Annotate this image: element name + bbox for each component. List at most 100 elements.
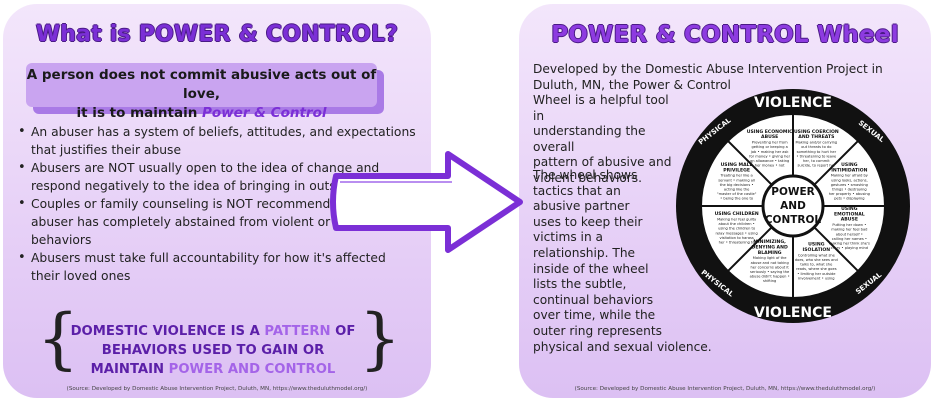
bullet-item: Abusers are NOT usually open to the idea… xyxy=(17,159,417,195)
wheel-segment-title: INTIMIDATION xyxy=(831,167,867,173)
wheel-segment-text: Making and/or carrying xyxy=(796,141,838,145)
wheel-segment-text: Making her feel guilty xyxy=(717,218,757,222)
wheel-segment-text: out threats to do xyxy=(801,145,831,149)
wheel-segment-text: servant • making all xyxy=(718,178,755,182)
wheel-segment-text: • limiting her outside xyxy=(797,272,836,276)
desc-line: relationship. The xyxy=(533,245,636,260)
wheel-segment-text: job • making her ask xyxy=(750,150,790,154)
wheel-segment-title: USING CHILDREN xyxy=(715,211,759,217)
wheel-segment-text: using looks, actions, xyxy=(831,178,868,182)
wheel-segment-text: reads, where she goes xyxy=(796,267,837,271)
wheel-segment-text: gestures • smashing xyxy=(831,183,868,187)
wheel-segment-text: does, who she sees and xyxy=(795,258,838,262)
desc-line: uses to keep their xyxy=(533,214,643,229)
violence-label-top: VIOLENCE xyxy=(754,95,832,111)
wheel-segment-text: Making her afraid by xyxy=(831,174,869,178)
desc-line: tactics that an xyxy=(533,183,621,198)
desc-line: abusive partner xyxy=(533,199,630,214)
wheel-segment-title: ABUSE xyxy=(841,217,858,223)
dv-statement-highlight: PATTERN xyxy=(264,324,331,339)
wheel-segment-text: for money • giving her xyxy=(749,154,790,158)
wheel-segment-text: Preventing her from xyxy=(752,141,788,145)
wheel-segment-title: USING COERCION xyxy=(794,129,839,135)
quote-line-2: it is to maintain Power & Control xyxy=(26,104,377,123)
desc-line: violent behaviors. xyxy=(533,170,643,185)
wheel-segment-text: • being the one to xyxy=(720,197,753,201)
wheel-segment-text: relay messages • using xyxy=(716,231,758,235)
wheel-segment-text: about the children • xyxy=(719,222,755,226)
bullet-list: An abuser has a system of beliefs, attit… xyxy=(17,123,417,285)
desc-line: continual behaviors xyxy=(533,292,654,307)
desc-line: over time, while the xyxy=(533,308,656,323)
wheel-segment-text: making her think she's xyxy=(829,242,870,246)
wheel-spoke xyxy=(813,140,859,186)
bullet-item: Couples or family counseling is NOT reco… xyxy=(17,195,417,249)
wheel-segment-text: things • destroying xyxy=(832,187,867,191)
left-source-note: (Source: Developed by Domestic Abuse Int… xyxy=(66,386,368,392)
wheel-spoke xyxy=(727,226,773,272)
wheel-segment-text: about herself • xyxy=(836,232,863,236)
wheel-segment-text: acting like the xyxy=(724,187,750,191)
wheel-segment-text: the big decisions • xyxy=(720,183,754,187)
wheel-segment-text: abuse didn't happen • xyxy=(750,275,790,279)
wheel-segment-title: USING xyxy=(841,206,858,212)
violence-label-bottom: VIOLENCE xyxy=(754,305,832,321)
wheel-segment-text: Making light of the xyxy=(753,256,787,260)
wheel-segment-title: ABUSE xyxy=(761,134,778,140)
wheel-segment-text: abuse and not taking xyxy=(751,261,789,265)
wheel-segment-text: Treating her like a xyxy=(720,174,753,178)
wheel-segment-text: pets • displaying xyxy=(834,197,865,201)
quote-line-2-text: it is to maintain xyxy=(76,105,203,121)
wheel-segment-text: • threatening to leave xyxy=(796,154,837,158)
wheel-segment-text: her money • not xyxy=(755,164,785,168)
right-panel-title: POWER & CONTROL Wheel xyxy=(551,22,899,48)
wheel-segment-text: an allowance • taking xyxy=(750,159,789,163)
wheel-segment-title: BLAMING xyxy=(758,250,782,256)
wheel-description-top: Developed by the Domestic Abuse Interven… xyxy=(533,62,893,93)
desc-line: understanding the overall xyxy=(533,124,646,154)
wheel-segment-title: ISOLATION xyxy=(803,247,831,253)
wheel-segment-text: Putting her down • xyxy=(832,223,866,227)
wheel-center-line-3: CONTROL xyxy=(765,214,822,226)
wheel-segment-text: visitation to harass xyxy=(719,236,753,240)
wheel-segment-text: involvement • using xyxy=(798,276,834,280)
right-brace-icon: } xyxy=(359,300,401,377)
wheel-segment-title: PRIVILEGE xyxy=(723,167,750,173)
wheel-hub xyxy=(761,174,825,238)
desc-line: outer ring represents xyxy=(533,323,662,338)
wheel-segment-text: making her feel bad xyxy=(831,228,867,232)
wheel-description-para2: The wheel shows tactics that an abusive … xyxy=(533,168,733,355)
desc-line: physical and sexual violence. xyxy=(533,339,712,354)
wheel-segment-title: USING xyxy=(808,242,825,248)
desc-line: victims in a xyxy=(533,230,604,245)
wheel-segment-text: something to hurt her xyxy=(797,150,837,154)
wheel-segment-text: "master of the castle" xyxy=(717,192,757,196)
left-panel-title: What is POWER & CONTROL? xyxy=(35,22,399,47)
wheel-segment-title: MINIMIZING, xyxy=(753,239,786,245)
desc-line: Duluth, MN, the Power & Control xyxy=(533,77,731,92)
wheel-segment-title: DENYING AND xyxy=(752,244,788,250)
wheel-segment-title: USING xyxy=(841,162,858,168)
wheel-center-line-2: AND xyxy=(780,200,806,212)
wheel-segment-text: talks to, what she xyxy=(800,263,833,267)
desc-line: Developed by the Domestic Abuse Interven… xyxy=(533,62,883,76)
desc-line: Wheel is a helpful tool in xyxy=(533,93,669,123)
dv-statement-part-1: DOMESTIC VIOLENCE IS A xyxy=(70,324,265,339)
wheel-spoke xyxy=(813,226,859,272)
wheel-segment-title: EMOTIONAL xyxy=(834,211,865,217)
wheel-segment-title: AND THREATS xyxy=(798,134,834,140)
quote-line-1: A person does not commit abusive acts ou… xyxy=(26,67,377,102)
wheel-segment-text: her concerns about it xyxy=(750,265,789,269)
dv-statement: DOMESTIC VIOLENCE IS A PATTERN OF BEHAVI… xyxy=(63,322,363,379)
wheel-segment-text: shifting xyxy=(763,279,776,283)
wheel-spoke xyxy=(727,140,773,186)
